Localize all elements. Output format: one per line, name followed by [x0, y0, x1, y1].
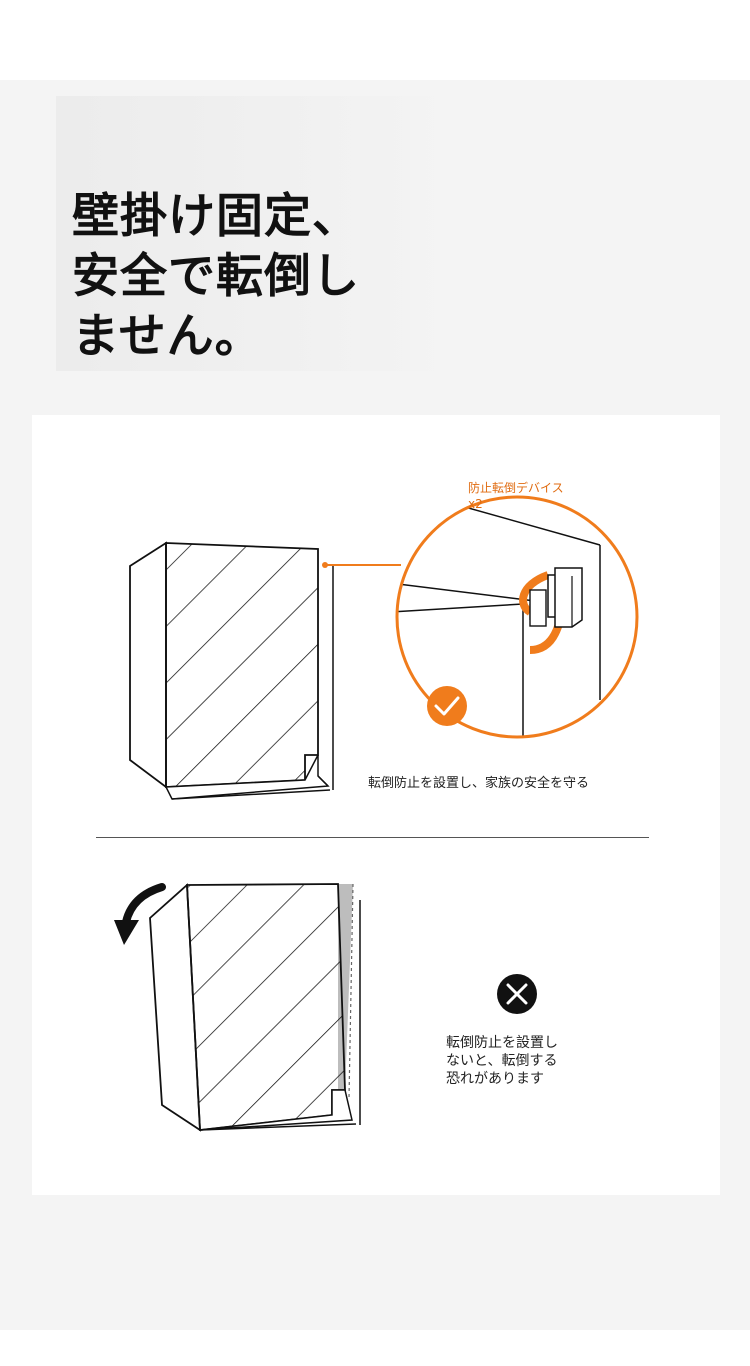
- cabinet-top-edge: [397, 582, 536, 602]
- headline-line-1: 壁掛け固定、: [72, 189, 360, 244]
- zoom-circle: [395, 495, 639, 739]
- headline-line-2: 安全で転倒し: [72, 249, 360, 304]
- incorrect-caption: 転倒防止を設置し ないと、転倒する 恐れがあります: [446, 1034, 616, 1088]
- zoom-detail: [397, 497, 637, 737]
- floor-line: [199, 1123, 357, 1131]
- title-backdrop: [56, 96, 456, 371]
- correct-caption: 転倒防止を設置し、家族の安全を守る: [368, 776, 590, 791]
- x-circle-icon: [497, 974, 537, 1014]
- device-label: 防止転倒デバイスx2: [468, 481, 564, 511]
- incorrect-caption-line-3: 恐れがあります: [446, 1071, 544, 1087]
- incorrect-caption-line-1: 転倒防止を設置し: [446, 1035, 558, 1051]
- incorrect-caption-line-2: ないと、転倒する: [446, 1053, 558, 1069]
- secured-cabinet-illustration: [129, 541, 334, 800]
- floor-line: [171, 789, 331, 800]
- cabinet-side: [129, 541, 167, 789]
- cabinet-front: [165, 542, 319, 788]
- cabinet-base: [199, 1089, 353, 1131]
- check-circle-icon: [427, 686, 467, 726]
- cabinet-bracket: [529, 589, 547, 627]
- strap-upper: [519, 571, 550, 616]
- tipping-cabinet-illustration: [149, 883, 361, 1132]
- tipping-arrow-icon: [114, 883, 166, 945]
- headline-line-3: ません。: [72, 309, 263, 364]
- section-divider: [96, 837, 649, 838]
- cabinet-front: [186, 883, 346, 1132]
